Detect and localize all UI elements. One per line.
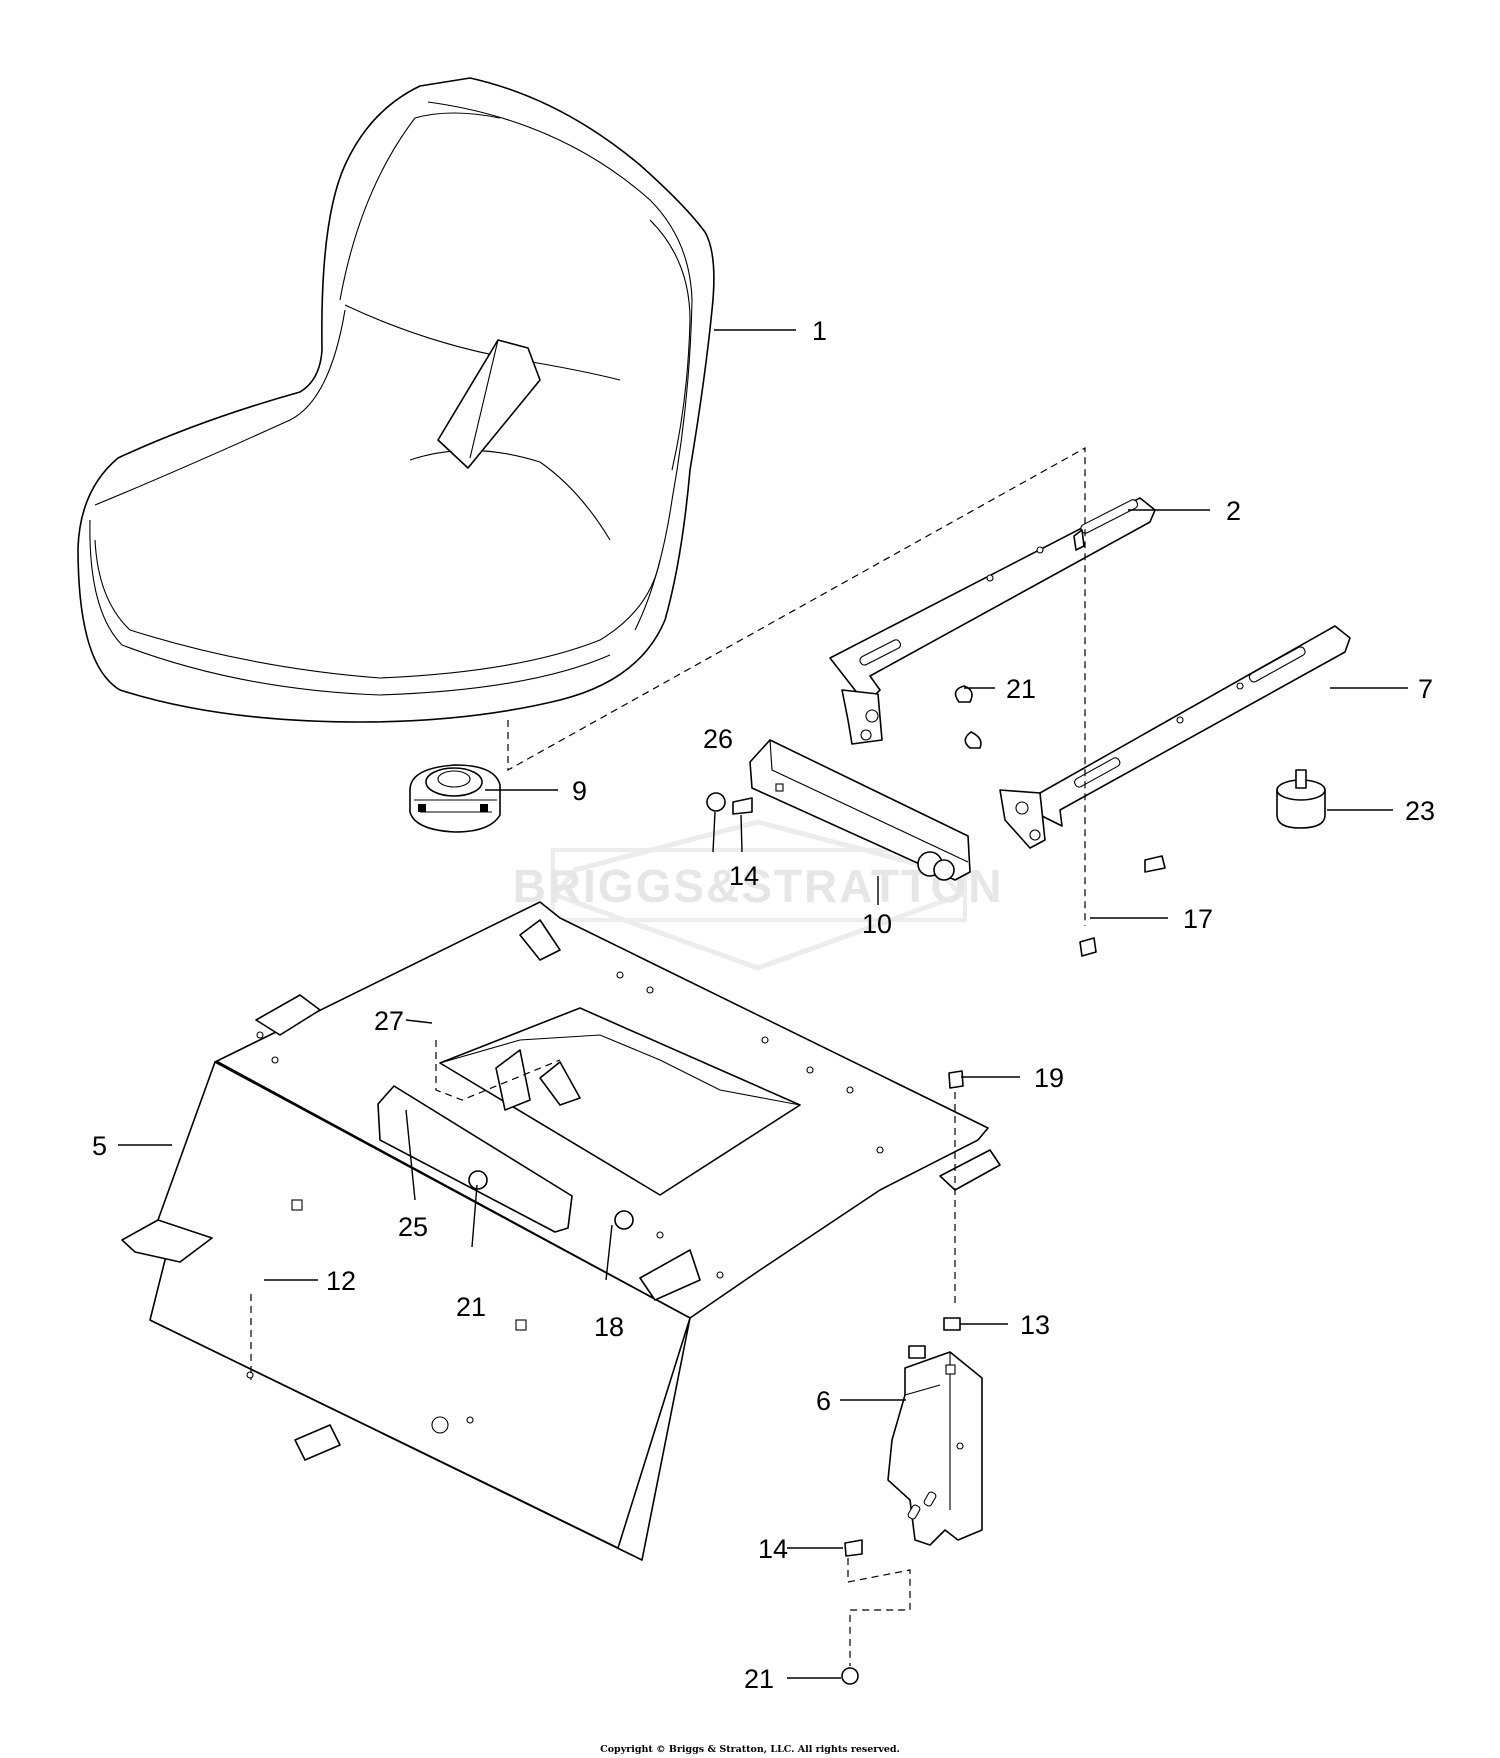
callout-21-top: 21 bbox=[1006, 674, 1036, 704]
seat-switch-part-9 bbox=[409, 764, 501, 833]
pin-part-14 bbox=[732, 797, 753, 815]
callout-2: 2 bbox=[1226, 496, 1241, 526]
callout-23: 23 bbox=[1405, 796, 1435, 826]
clip-right bbox=[908, 1345, 926, 1359]
nut-part-21-top bbox=[954, 685, 973, 703]
callout-13: 13 bbox=[1020, 1310, 1050, 1340]
clip-part-13 bbox=[943, 1317, 961, 1331]
bracket-part-6 bbox=[887, 1351, 983, 1546]
leader-lines bbox=[118, 329, 1408, 1679]
seat-rail-part-2 bbox=[829, 497, 1156, 745]
bracket-part-25 bbox=[377, 1085, 573, 1233]
nut-part-21-bottom bbox=[841, 1667, 859, 1685]
copyright-notice: Copyright © Briggs & Stratton, LLC. All … bbox=[600, 1744, 900, 1755]
callout-14-bottom: 14 bbox=[758, 1534, 788, 1564]
nut-upper bbox=[964, 731, 982, 749]
plug-part-26 bbox=[706, 792, 726, 812]
seat-rail-part-7 bbox=[999, 625, 1351, 849]
pin-part-14-bottom bbox=[844, 1539, 863, 1557]
pivot-bracket-part-10 bbox=[749, 739, 971, 881]
callout-21-bottom: 21 bbox=[744, 1664, 774, 1694]
callout-1: 1 bbox=[812, 316, 827, 346]
callout-14-top: 14 bbox=[729, 861, 759, 891]
pin-left bbox=[1144, 855, 1166, 873]
bolt-part-17 bbox=[1079, 937, 1097, 957]
bumper-part-23 bbox=[1276, 769, 1326, 829]
callout-21-mid: 21 bbox=[456, 1292, 486, 1322]
callout-6: 6 bbox=[816, 1386, 831, 1416]
seat-part-1 bbox=[77, 77, 715, 723]
callout-18: 18 bbox=[594, 1312, 624, 1342]
callout-26: 26 bbox=[703, 724, 733, 754]
callout-labels: 1 2 21 7 26 9 23 14 10 17 27 19 5 25 12 … bbox=[92, 316, 1435, 1694]
bolt-part-19 bbox=[948, 1070, 964, 1089]
callout-19: 19 bbox=[1034, 1063, 1064, 1093]
callout-9: 9 bbox=[572, 776, 587, 806]
callout-7: 7 bbox=[1418, 674, 1433, 704]
callout-17: 17 bbox=[1183, 904, 1213, 934]
assembly-lines bbox=[250, 446, 1086, 1666]
seat-pan-part-5 bbox=[121, 901, 1001, 1561]
callout-25: 25 bbox=[398, 1212, 428, 1242]
callout-27: 27 bbox=[374, 1006, 404, 1036]
callout-10: 10 bbox=[862, 909, 892, 939]
callout-12: 12 bbox=[326, 1266, 356, 1296]
callout-5: 5 bbox=[92, 1131, 107, 1161]
